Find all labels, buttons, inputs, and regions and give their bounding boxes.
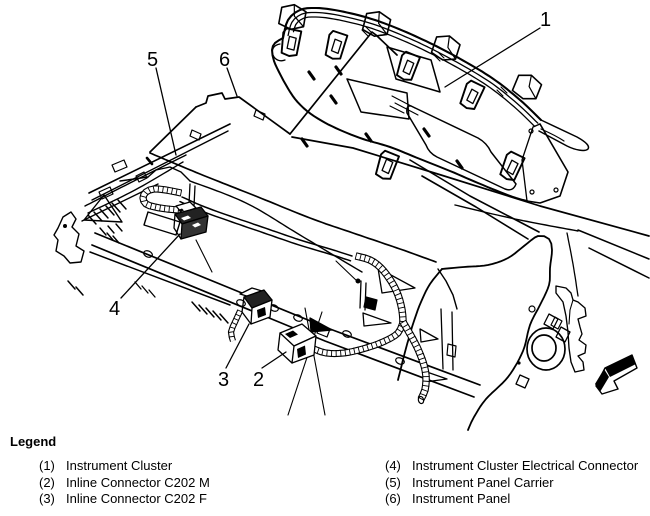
svg-text:5: 5 xyxy=(147,49,158,71)
svg-text:4: 4 xyxy=(109,298,120,320)
svg-text:3: 3 xyxy=(218,369,229,391)
svg-text:6: 6 xyxy=(219,49,230,71)
svg-text:2: 2 xyxy=(253,369,264,391)
svg-text:1: 1 xyxy=(540,9,551,31)
